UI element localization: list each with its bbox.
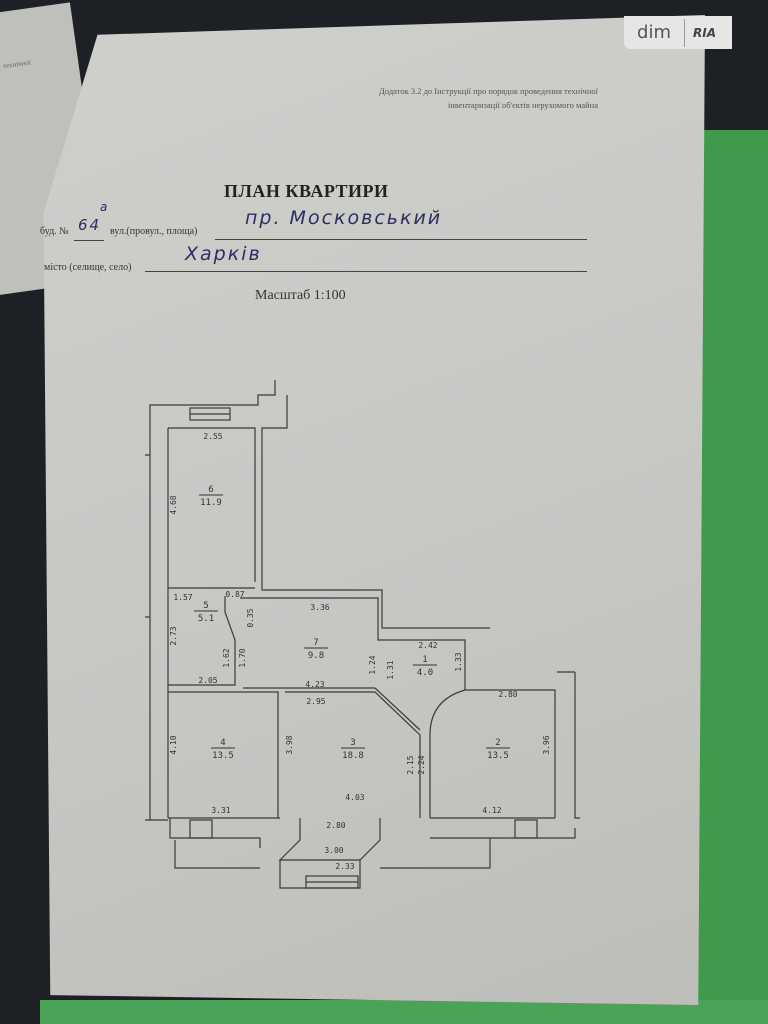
dimension-label: 3.00 bbox=[324, 846, 343, 855]
dimension-label: 4.23 bbox=[305, 680, 324, 689]
dimension-label: 4.03 bbox=[345, 793, 364, 802]
room-area: 13.5 bbox=[487, 751, 509, 761]
room-area: 5.1 bbox=[198, 614, 214, 624]
scale-label: Масштаб 1:100 bbox=[255, 288, 346, 303]
room-area: 18.8 bbox=[342, 751, 364, 761]
dimension-label: 1.70 bbox=[238, 648, 247, 667]
house-number: 64 bbox=[78, 216, 102, 234]
dimension-label: 2.42 bbox=[418, 641, 437, 650]
dimension-label: 1.31 bbox=[386, 660, 395, 679]
room-number: 5 bbox=[203, 601, 208, 611]
dimension-label: 3.31 bbox=[211, 806, 230, 815]
room-label-5: 55.1 bbox=[194, 601, 218, 624]
dimension-label: 2.95 bbox=[306, 697, 325, 706]
dimension-label: 2.33 bbox=[335, 862, 354, 871]
dimension-label: 4.10 bbox=[169, 735, 178, 754]
house-label: буд. № bbox=[40, 226, 69, 237]
house-underline bbox=[74, 240, 104, 241]
room-label-6: 611.9 bbox=[199, 485, 223, 508]
dimension-label: 4.12 bbox=[482, 806, 501, 815]
dimension-label: 1.62 bbox=[222, 648, 231, 667]
dimension-label: 2.55 bbox=[203, 432, 222, 441]
city-underline bbox=[145, 271, 587, 272]
dimension-label: 1.24 bbox=[368, 655, 377, 674]
room-label-4: 413.5 bbox=[211, 738, 235, 761]
walls bbox=[145, 380, 580, 889]
room-label-1: 14.0 bbox=[413, 655, 437, 678]
room-area: 11.9 bbox=[200, 498, 222, 508]
document-page bbox=[43, 15, 705, 1005]
dimension-label: 4.68 bbox=[169, 495, 178, 514]
dimension-label: 2.73 bbox=[169, 626, 178, 645]
house-suffix: a bbox=[100, 200, 110, 214]
room-number: 2 bbox=[495, 738, 500, 748]
dimension-label: 2.24 bbox=[417, 755, 426, 774]
room-number: 3 bbox=[350, 738, 355, 748]
document-title: ПЛАН КВАРТИРИ bbox=[224, 181, 389, 201]
room-label-7: 79.8 bbox=[304, 638, 328, 661]
header-note: Додаток 3.2 до Інструкції про порядок пр… bbox=[318, 84, 598, 112]
street-underline bbox=[215, 239, 587, 240]
dimension-label: 0.35 bbox=[246, 608, 255, 627]
room-number: 7 bbox=[313, 638, 318, 648]
room-number: 1 bbox=[422, 655, 427, 665]
dimension-label: 0.87 bbox=[225, 590, 244, 599]
street-value: пр. Московський bbox=[245, 207, 443, 229]
dimension-label: 3.96 bbox=[542, 735, 551, 754]
dimria-logo[interactable]: dim RIA bbox=[624, 16, 732, 49]
city-label: місто (селище, село) bbox=[44, 262, 132, 273]
city-value: Харків bbox=[185, 243, 262, 265]
dimension-label: 1.33 bbox=[454, 652, 463, 671]
logo-dim: dim bbox=[637, 22, 671, 43]
dimension-label: 2.05 bbox=[198, 676, 217, 685]
logo-ria: RIA bbox=[693, 25, 716, 40]
room-number: 6 bbox=[208, 485, 213, 495]
street-label: вул.(провул., площа) bbox=[110, 226, 198, 237]
room-label-2: 213.5 bbox=[486, 738, 510, 761]
header-note-line2: інвентаризації об'єктів нерухомого майна bbox=[447, 100, 598, 110]
header-note-line1: Додаток 3.2 до Інструкції про порядок пр… bbox=[379, 86, 598, 96]
dimension-label: 3.98 bbox=[285, 735, 294, 754]
dimension-label: 2.80 bbox=[326, 821, 345, 830]
dimension-label: 2.80 bbox=[498, 690, 517, 699]
room-area: 9.8 bbox=[308, 651, 324, 661]
room-area: 13.5 bbox=[212, 751, 234, 761]
room-number: 4 bbox=[220, 738, 225, 748]
logo-divider bbox=[684, 18, 685, 47]
room-label-3: 318.8 bbox=[341, 738, 365, 761]
dimension-label: 3.36 bbox=[310, 603, 329, 612]
room-area: 4.0 bbox=[417, 668, 433, 678]
dimension-label: 2.15 bbox=[406, 755, 415, 774]
dimension-label: 1.57 bbox=[173, 593, 192, 602]
